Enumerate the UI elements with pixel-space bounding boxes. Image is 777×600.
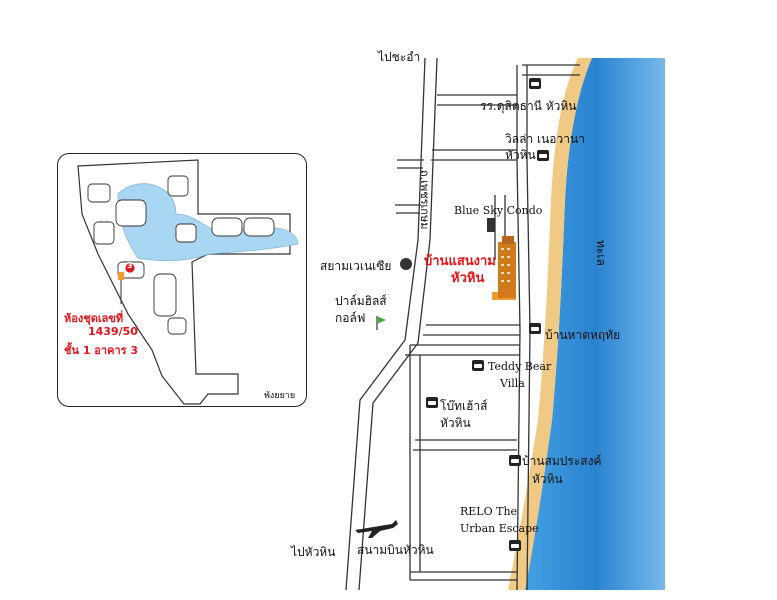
tower-building	[492, 236, 516, 300]
label-villa-nirvana-2: หัวหิน	[505, 148, 536, 162]
teddy-bear-hotel-icon	[472, 360, 484, 371]
baan-haad-hotel-icon	[529, 323, 541, 334]
inset-corner-label: พังยยาย	[264, 391, 296, 401]
label-boathouse-2: หัวหิน	[440, 416, 471, 430]
inset-unit-line3: ชั้น 1 อาคาร 3	[64, 344, 139, 357]
label-road-phetkasem: ถ.เพชรเกษม	[418, 170, 431, 230]
siam-venezia-icon	[400, 258, 412, 270]
inset-marker-number: 3	[127, 261, 133, 270]
label-dusit-thani: รร.ดุสิตธานี หัวหิน	[480, 99, 577, 113]
sea-area	[525, 58, 665, 590]
relo-hotel-icon	[509, 540, 521, 551]
label-blue-sky: Blue Sky Condo	[454, 204, 543, 217]
golf-flag-icon	[376, 316, 386, 330]
label-teddy-2: Villa	[500, 377, 525, 390]
dusit-thani-hotel-icon	[529, 78, 541, 89]
project-inset-map: 3 ห้องชุดเลขที่ 1439/50 ชั้น 1 อาคาร 3 พ…	[57, 153, 307, 407]
inset-unit-line1: ห้องชุดเลขที่	[64, 312, 124, 325]
label-siam-venezia: สยามเวเนเซีย	[320, 259, 392, 273]
label-to-hua-hin: ไปหัวหิน	[291, 545, 336, 559]
airplane-icon	[355, 520, 398, 538]
villa-nirvana-hotel-icon	[537, 150, 549, 161]
label-palm-hills-1: ปาล์มฮิลส์	[335, 294, 387, 308]
inset-unit-line2: 1439/50	[88, 325, 138, 338]
label-sea: ทะเล	[594, 240, 608, 266]
label-teddy-1: Teddy Bear	[488, 360, 552, 373]
label-to-cha-am: ไปชะอำ	[378, 50, 421, 64]
label-villa-nirvana-1: วิลล่า เนอวานา	[505, 132, 585, 146]
boathouse-hotel-icon	[426, 397, 438, 408]
project-layout-drawing	[77, 159, 299, 405]
inset-lake	[117, 183, 299, 262]
blue-sky-icon	[487, 218, 495, 232]
label-palm-hills-2: กอล์ฟ	[335, 311, 366, 325]
label-relo-1: RELO The	[460, 505, 518, 518]
label-baan-saensuk-2: หัวหิน	[451, 271, 485, 286]
label-baan-som-1: บ้านสมประสงค์	[522, 454, 602, 468]
beach-strip	[508, 58, 592, 590]
baan-som-hotel-icon	[509, 455, 521, 466]
label-baan-haad: บ้านหาดหฤทัย	[545, 328, 621, 342]
label-baan-saensuk-1: บ้านแสนงาม	[424, 254, 496, 269]
label-baan-som-2: หัวหิน	[532, 472, 563, 486]
label-relo-2: Urban Escape	[460, 522, 539, 535]
label-airport: สนามบินหัวหิน	[357, 543, 434, 557]
label-boathouse-1: โบ๊ทเฮ้าส์	[440, 399, 488, 413]
